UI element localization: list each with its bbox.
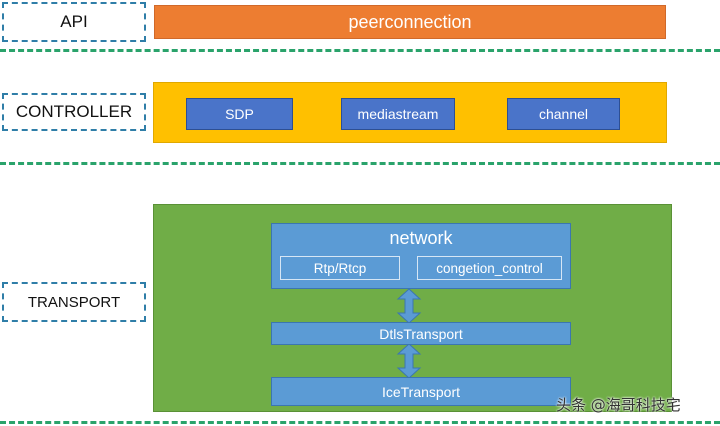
separator-bottom [0,421,720,424]
layer-label-controller-text: CONTROLLER [15,102,133,121]
layer-label-transport: TRANSPORT [2,282,146,322]
layer-label-api-text: API [60,12,88,31]
network-title: network [389,228,453,248]
layer-label-controller: CONTROLLER [2,93,146,131]
arrow-network-dtls [396,288,422,324]
dtls-transport-box: DtlsTransport [271,322,571,345]
controller-sdp-box: SDP [186,98,293,130]
separator-api-controller [0,49,720,52]
controller-channel-box: channel [507,98,620,130]
ice-transport-label: IceTransport [381,383,461,400]
congestion-control-label: congetion_control [436,260,543,276]
congestion-control-box: congetion_control [417,256,562,280]
layer-label-transport-text: TRANSPORT [27,293,121,311]
arrow-dtls-ice [396,343,422,379]
dtls-transport-label: DtlsTransport [379,325,463,342]
ice-transport-box: IceTransport [271,377,571,406]
watermark: 头条 @海哥科技宅 [556,396,681,414]
api-peerconnection-box: peerconnection [154,5,666,39]
rtp-rtcp-label: Rtp/Rtcp [313,260,367,276]
controller-channel-label: channel [538,106,589,122]
controller-mediastream-box: mediastream [341,98,455,130]
separator-controller-transport [0,162,720,165]
controller-sdp-label: SDP [225,106,254,122]
rtp-rtcp-box: Rtp/Rtcp [280,256,400,280]
controller-mediastream-label: mediastream [357,106,439,122]
api-peerconnection-label: peerconnection [348,11,472,32]
layer-label-api: API [2,2,146,42]
